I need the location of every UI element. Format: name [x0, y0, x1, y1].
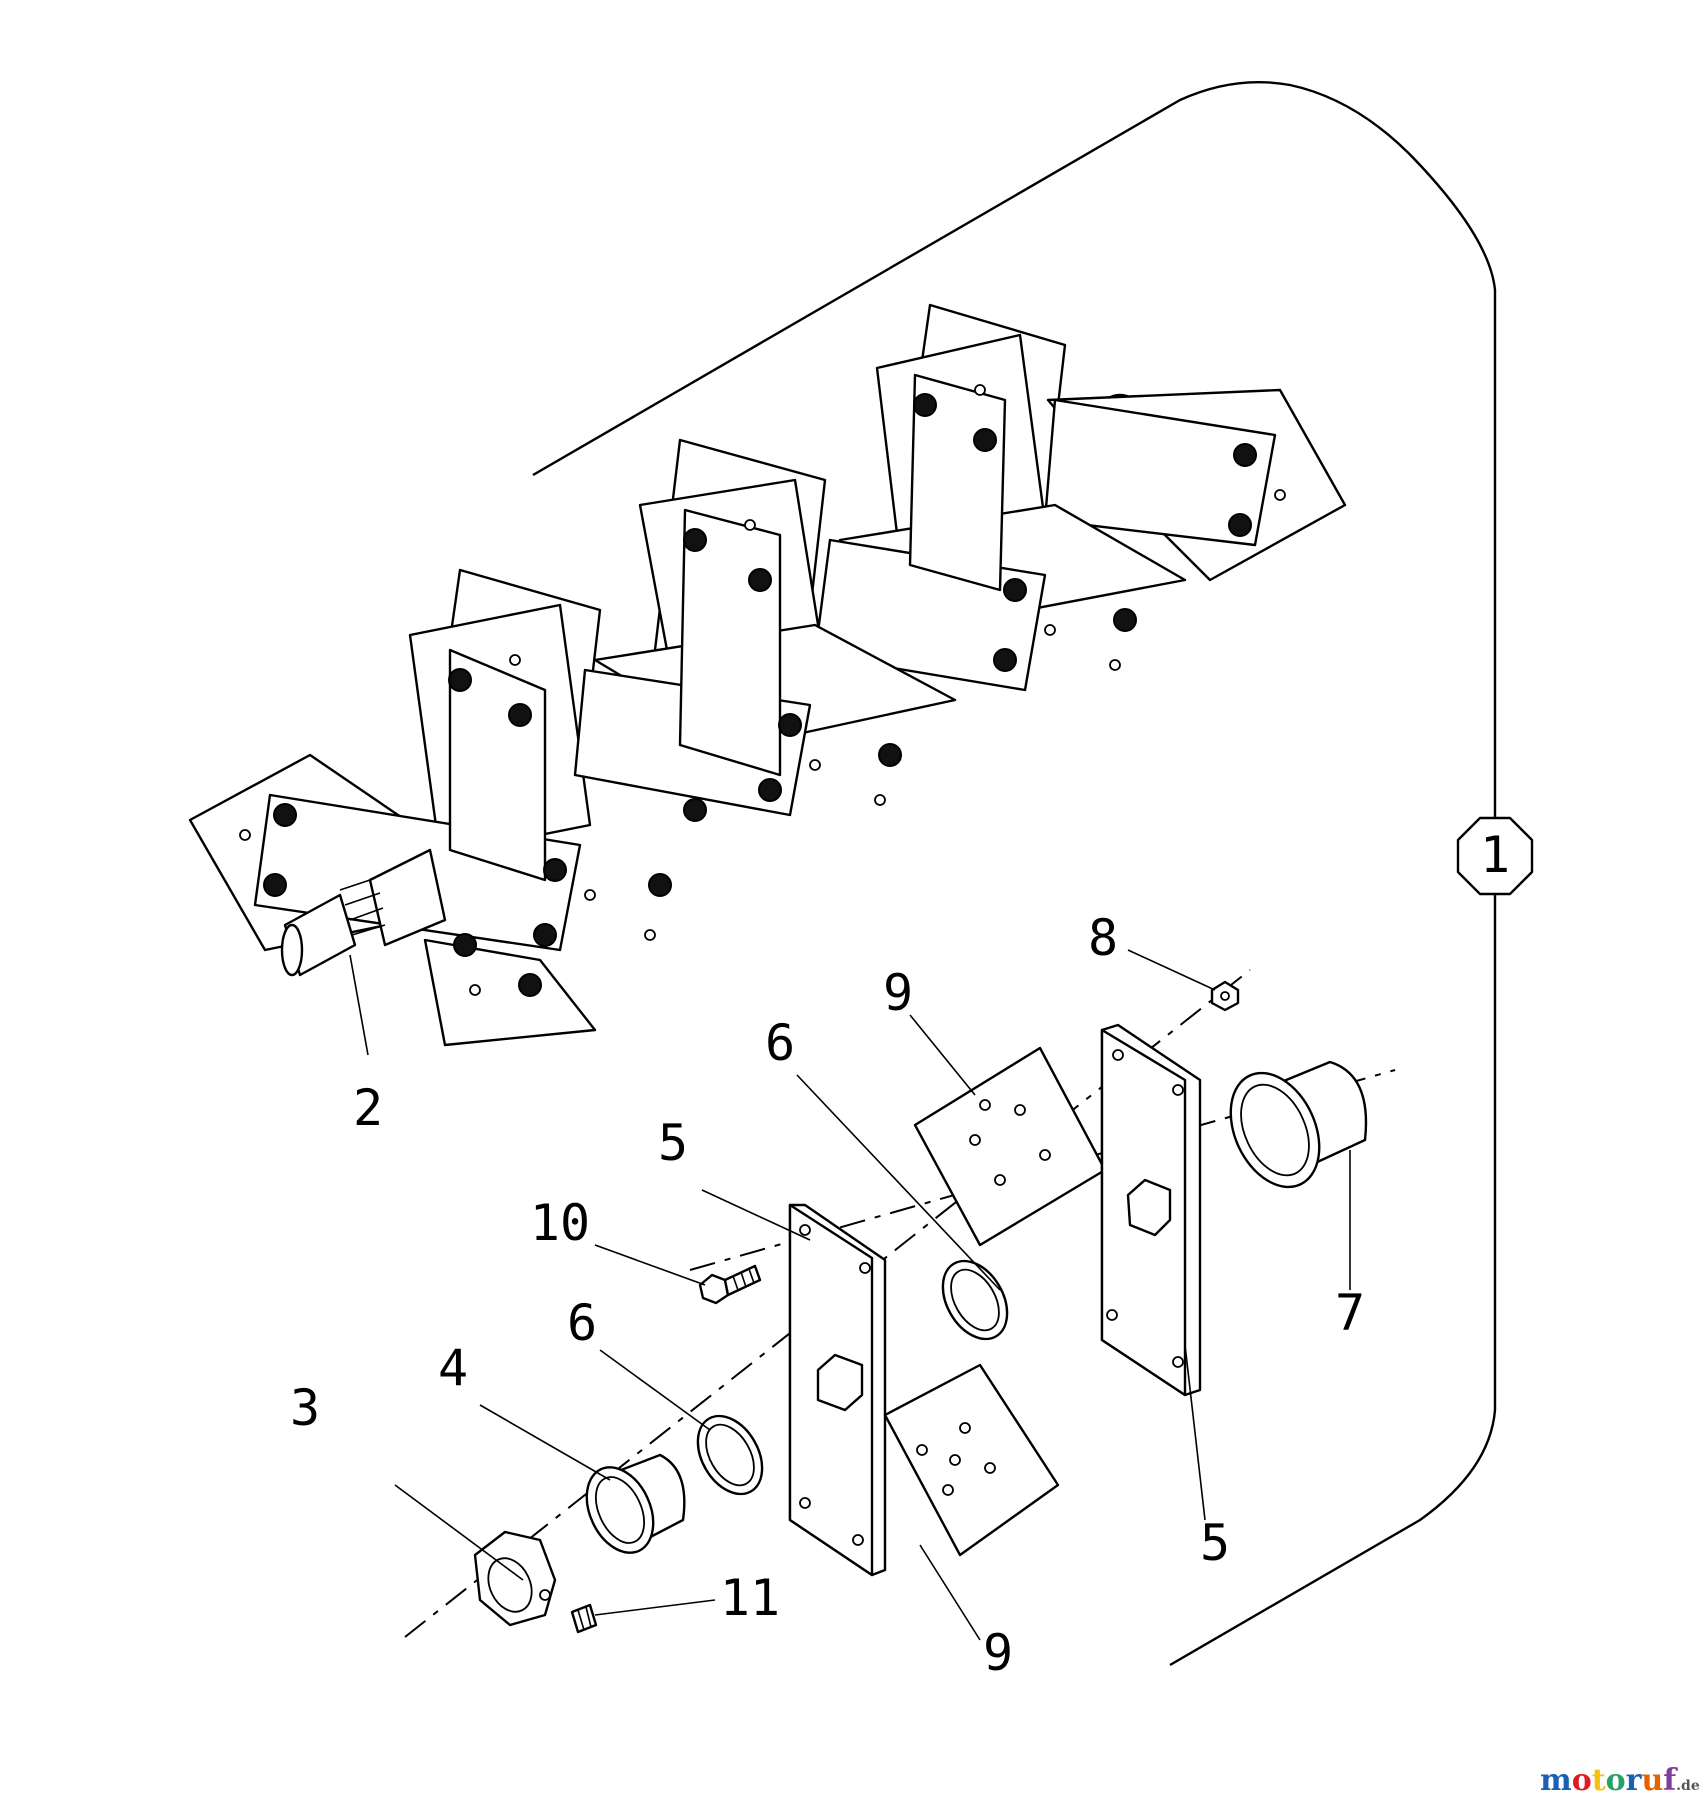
- rotor-assembly: [188, 303, 1347, 1047]
- part-6-ring-upper: [941, 1259, 1009, 1341]
- part-6-ring-lower: [696, 1414, 764, 1496]
- callout-label-7: 7: [1335, 1284, 1365, 1342]
- watermark-letter: u: [1641, 1763, 1663, 1798]
- watermark-letter: f: [1663, 1763, 1678, 1798]
- callout-label-9a: 9: [883, 964, 913, 1022]
- callout-label-4: 4: [438, 1339, 468, 1397]
- callout-label-5b: 5: [1200, 1514, 1230, 1572]
- rotor-bolts: [239, 384, 1286, 997]
- watermark-letter: o: [1572, 1763, 1592, 1798]
- callout-label-8: 8: [1088, 909, 1118, 967]
- part-3-hex-nut: [473, 1530, 557, 1627]
- part-10-bolt: [698, 1264, 762, 1305]
- callout-label-6a: 6: [765, 1014, 795, 1072]
- callout-label-3: 3: [290, 1379, 320, 1437]
- callout-1: 1: [1456, 816, 1534, 896]
- callout-label-1: 1: [1480, 826, 1510, 884]
- callout-label-11: 11: [720, 1569, 780, 1627]
- part-9-plate-lower: [883, 1363, 1060, 1557]
- callout-label-6b: 6: [567, 1294, 597, 1352]
- watermark-letter: m: [1540, 1763, 1572, 1798]
- watermark-letter: r: [1626, 1763, 1643, 1798]
- callout-label-9b: 9: [983, 1624, 1013, 1682]
- shaft-stub: [280, 848, 447, 977]
- part-11-set-screw: [570, 1603, 598, 1634]
- part-8-nut: [1210, 980, 1240, 1012]
- callout-label-10: 10: [530, 1194, 590, 1252]
- part-4-bushing: [585, 1453, 686, 1554]
- watermark-letter: t: [1592, 1763, 1606, 1798]
- part-7-bushing: [1229, 1060, 1368, 1189]
- part-9-plate-upper: [913, 1046, 1107, 1247]
- motoruf-watermark: motoruf.de: [1540, 1763, 1699, 1798]
- part-5-plate-left: [788, 1203, 887, 1577]
- leader-lines: [349, 949, 1351, 1641]
- housing-outline: [532, 80, 1497, 1667]
- callout-label-2: 2: [353, 1079, 383, 1137]
- svg-text:motoruf.de: motoruf.de: [1540, 1763, 1699, 1798]
- part-5-plate-right: [1100, 1023, 1202, 1397]
- watermark-letter: o: [1606, 1763, 1626, 1798]
- callout-label-5a: 5: [658, 1114, 688, 1172]
- watermark-suffix: .de: [1676, 1778, 1699, 1794]
